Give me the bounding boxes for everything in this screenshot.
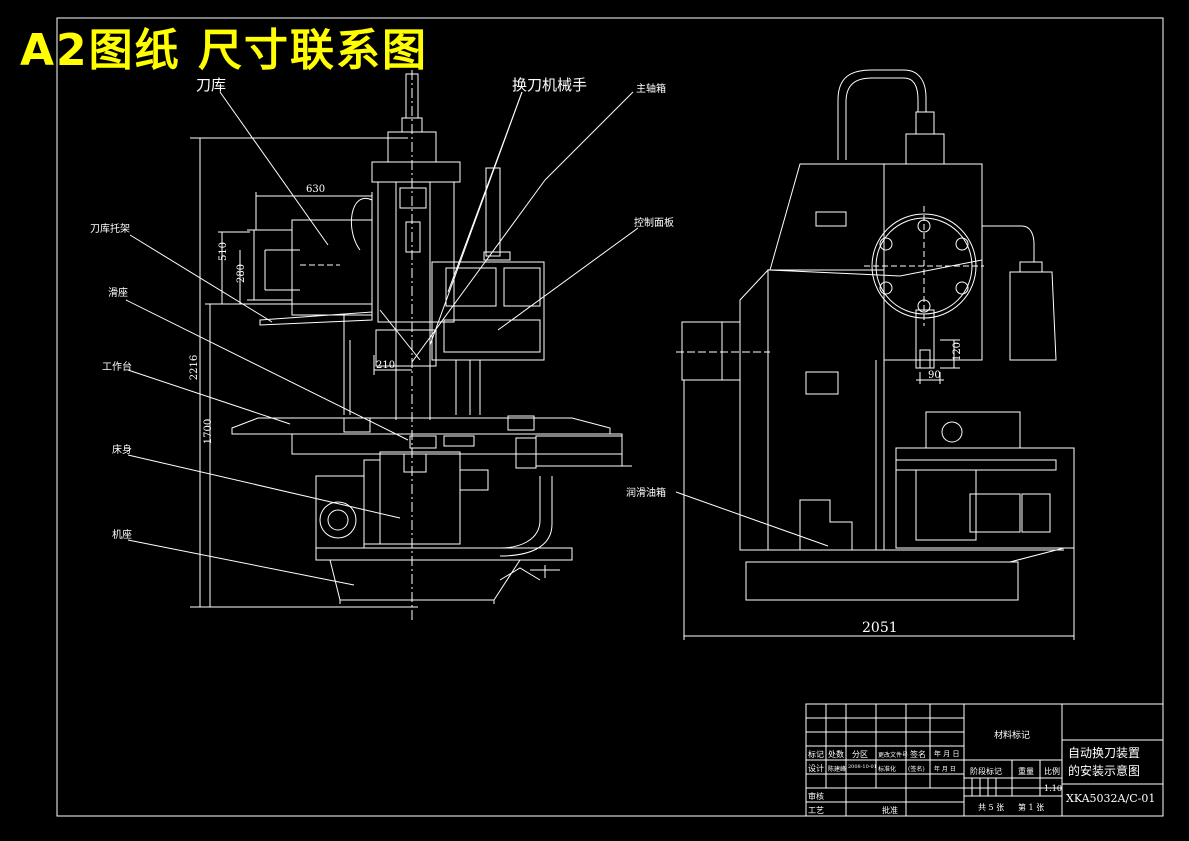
sheet-title: A2图纸 尺寸联系图 [20,25,428,76]
tb-scale-value: 1:10 [1044,784,1062,793]
tb-design: 设计 [808,764,824,773]
dim-630: 630 [306,184,326,195]
dim-510: 510 [218,241,230,262]
bed-body [379,451,461,545]
label-spindle-box: 主轴箱 [636,84,666,95]
lube-tank-shape [799,499,853,551]
drawing-frame [56,17,1164,817]
label-tool-changer: 换刀机械手 [512,76,588,94]
side-view [675,69,1075,640]
tb-date: 年 月 日 [934,750,960,758]
tb-material-mark: 材料标记 [994,731,1031,741]
dim-280: 280 [236,263,248,284]
tb-weight: 重量 [1018,767,1034,776]
label-bed: 床身 [112,445,132,456]
label-saddle: 滑座 [108,288,128,299]
tb-designer: 陈建峰 [828,766,847,773]
dim-2051: 2051 [862,620,898,636]
label-base: 机座 [112,530,132,541]
tb-drawing-name-2: 的安装示意图 [1068,764,1141,778]
tb-review: 审核 [808,792,824,801]
dim-90: 90 [928,370,941,381]
dim-210: 210 [376,360,396,371]
tb-approve: 批准 [882,806,898,815]
dim-2216: 2216 [189,354,201,381]
tb-sign: 签名 [910,750,926,759]
tb-scale: 比例 [1044,767,1060,776]
tb-stage-mark: 阶段标记 [970,767,1002,776]
tb-standardize: 标准化 [878,766,897,773]
label-tool-magazine: 刀库 [196,76,227,94]
tb-process: 工艺 [808,806,824,815]
label-worktable: 工作台 [102,362,132,373]
label-control-panel: 控制面板 [634,218,674,229]
tb-sheet-no: 第 1 张 [1018,803,1045,812]
dim-120: 120 [952,341,964,362]
label-lube-tank: 润滑油箱 [626,488,666,499]
tb-design-date: 2008-10-01 [848,764,877,770]
front-view [125,70,639,620]
dim-1700: 1700 [203,418,215,445]
tool-magazine-body [291,219,373,316]
title-block [805,703,1164,817]
tb-mark: 标记 [808,750,824,759]
tb-zone: 分区 [852,750,868,759]
tb-sign2: (签名) [908,766,925,773]
label-magazine-bracket: 刀库托架 [90,224,130,235]
tb-drawing-name-1: 自动换刀装置 [1068,746,1141,760]
tb-sheets-total: 共 5 张 [978,803,1005,812]
tb-date2: 年 月 日 [934,766,956,773]
tb-change-doc: 更改文件号 [878,752,909,759]
tb-drawing-no: XKA5032A/C-01 [1066,792,1156,805]
tb-count: 处数 [828,750,844,759]
